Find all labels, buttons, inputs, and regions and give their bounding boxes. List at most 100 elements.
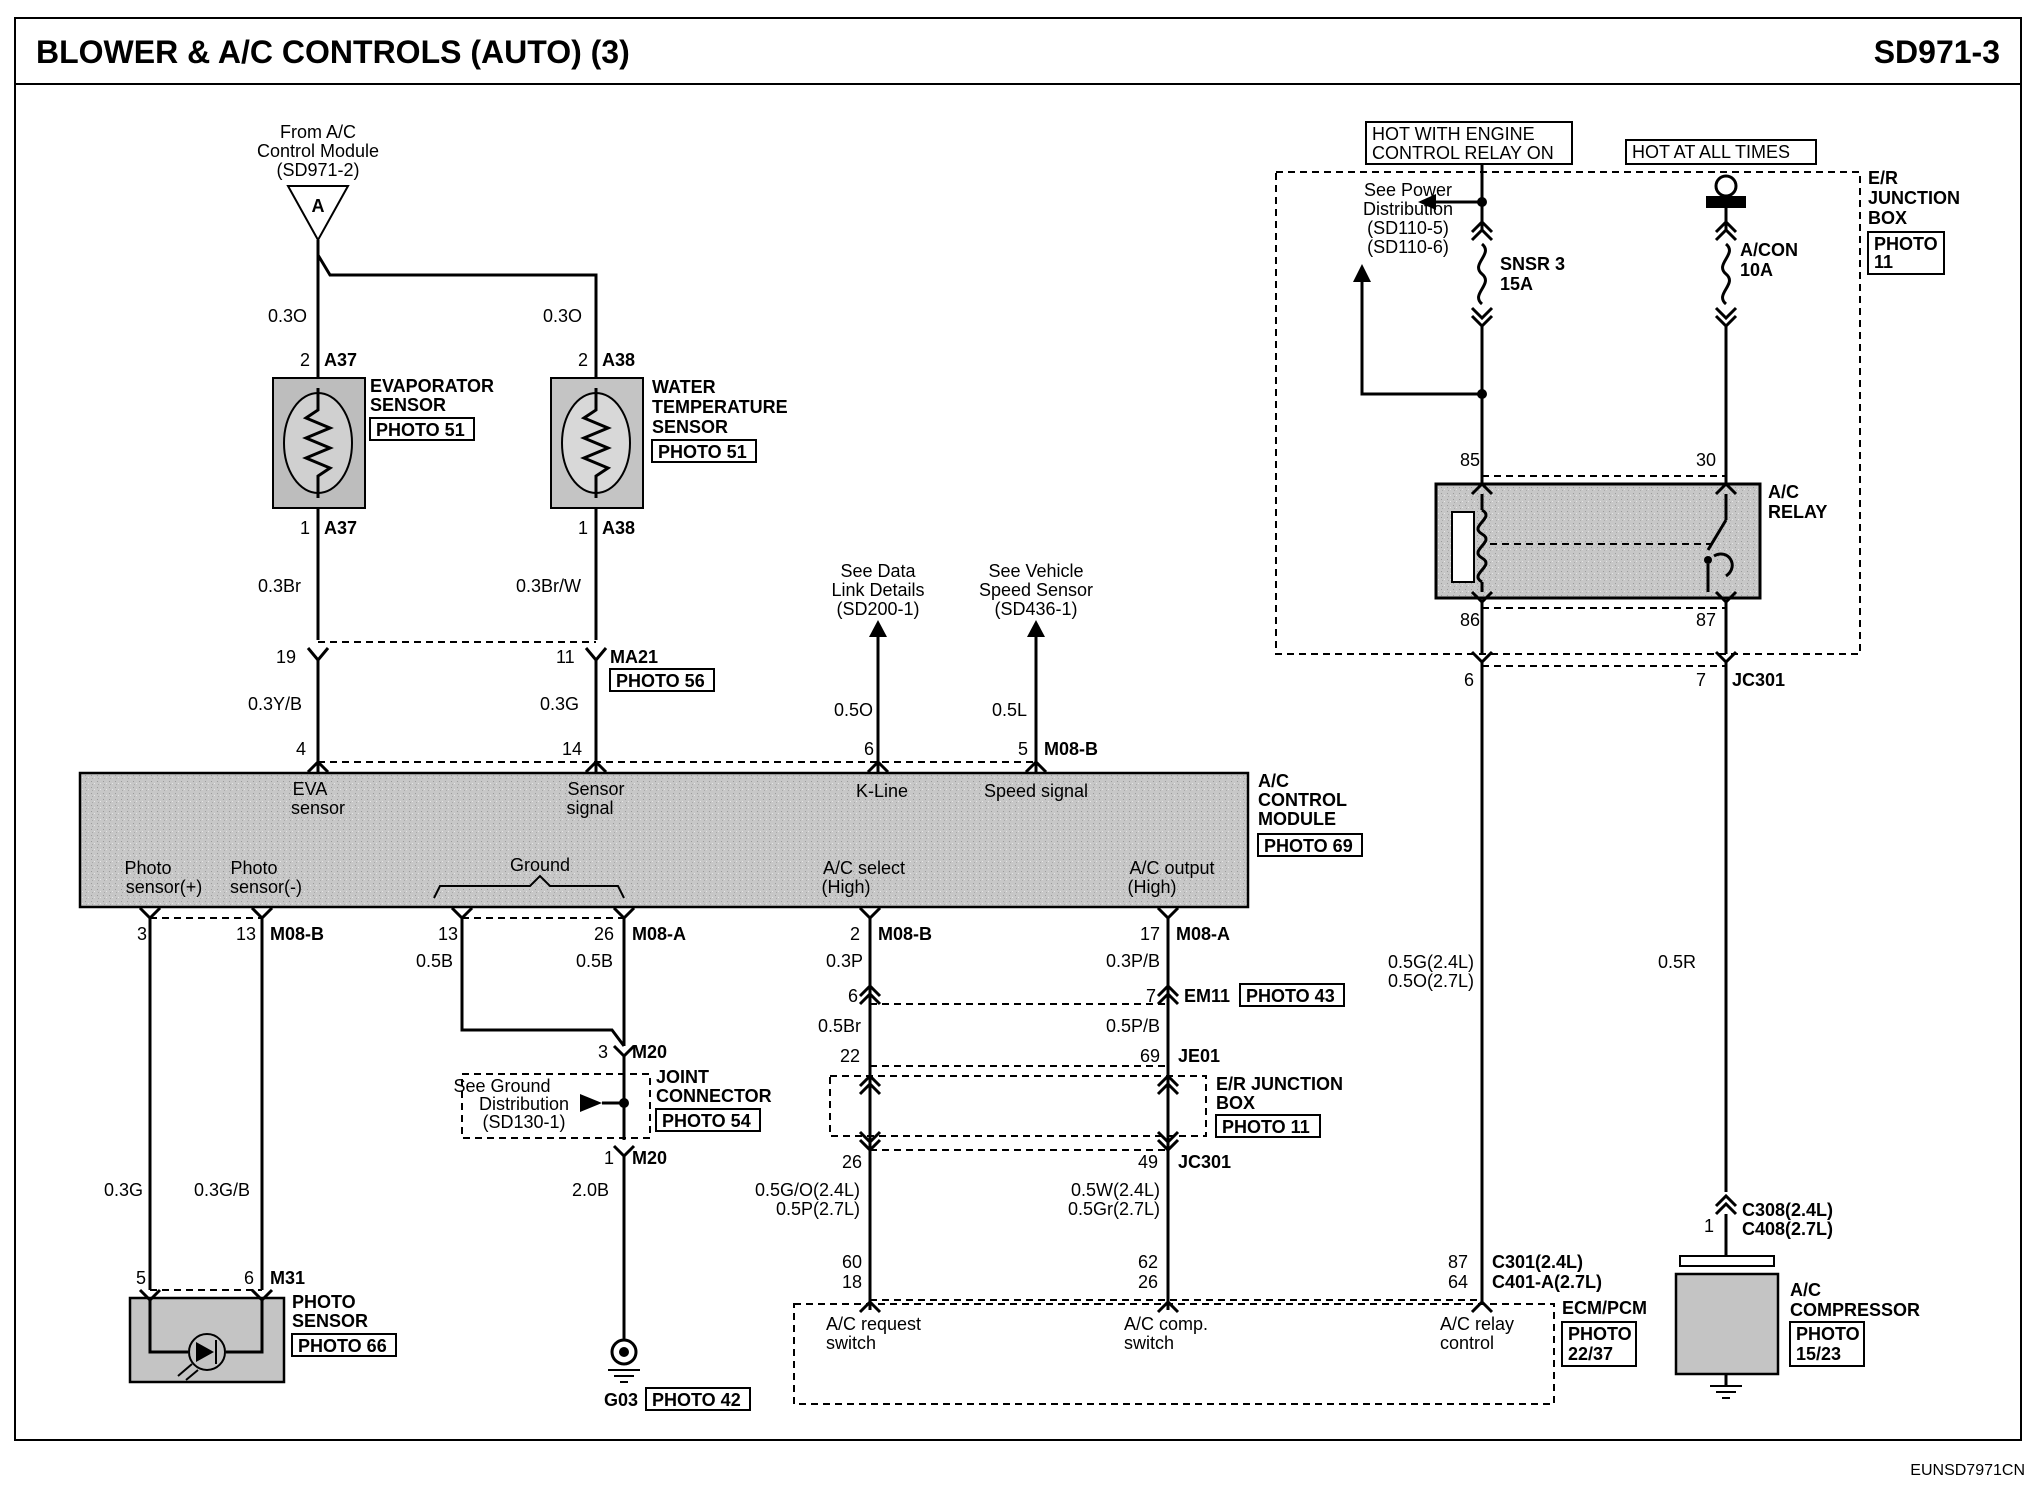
- svg-text:0.3G/B: 0.3G/B: [194, 1180, 250, 1200]
- svg-text:30: 30: [1696, 450, 1716, 470]
- svg-text:0.5Gr(2.7L): 0.5Gr(2.7L): [1068, 1199, 1160, 1219]
- svg-text:15/23: 15/23: [1796, 1344, 1841, 1364]
- svg-text:11: 11: [1874, 252, 1893, 272]
- page-code: SD971-3: [1874, 34, 2000, 70]
- svg-text:M31: M31: [270, 1268, 305, 1288]
- er-box-middle-photo-ref: PHOTO 11: [1222, 1117, 1310, 1137]
- svg-text:Sensor: Sensor: [567, 779, 624, 799]
- svg-text:A38: A38: [602, 350, 635, 370]
- ground-photo-ref: PHOTO 42: [652, 1390, 741, 1410]
- svg-text:M08-A: M08-A: [1176, 924, 1230, 944]
- svg-text:JE01: JE01: [1178, 1046, 1220, 1066]
- ac-compressor: 1 C308(2.4L) C408(2.7L) A/C COMPRESSOR P…: [1674, 1193, 1920, 1399]
- er-box-photo-ref: PHOTO: [1874, 234, 1938, 254]
- svg-text:E/R: E/R: [1868, 168, 1898, 188]
- svg-text:0.5B: 0.5B: [576, 951, 613, 971]
- svg-text:0.3G: 0.3G: [104, 1180, 143, 1200]
- svg-text:0.5R: 0.5R: [1658, 952, 1696, 972]
- svg-text:Speed signal: Speed signal: [984, 781, 1088, 801]
- svg-text:A/C: A/C: [1790, 1280, 1821, 1300]
- svg-text:26: 26: [594, 924, 614, 944]
- svg-text:1: 1: [604, 1148, 614, 1168]
- svg-text:A/C output: A/C output: [1129, 858, 1214, 878]
- svg-text:A/C relay: A/C relay: [1440, 1314, 1514, 1334]
- svg-text:switch: switch: [1124, 1333, 1174, 1353]
- svg-text:1: 1: [300, 518, 310, 538]
- svg-text:10A: 10A: [1740, 260, 1773, 280]
- svg-text:0.3O: 0.3O: [543, 306, 582, 326]
- svg-text:COMPRESSOR: COMPRESSOR: [1790, 1300, 1920, 1320]
- evap-photo-ref: PHOTO 51: [376, 420, 465, 440]
- ground-path: 0.5B 0.5B 3 M20 See Ground Distribution …: [416, 918, 772, 1411]
- svg-text:TEMPERATURE: TEMPERATURE: [652, 397, 788, 417]
- svg-text:M20: M20: [632, 1042, 667, 1062]
- svg-text:49: 49: [1138, 1152, 1158, 1172]
- svg-text:0.3P/B: 0.3P/B: [1106, 951, 1160, 971]
- svg-text:A/C request: A/C request: [826, 1314, 921, 1334]
- svg-text:0.3P: 0.3P: [826, 951, 863, 971]
- svg-text:60: 60: [842, 1252, 862, 1272]
- svg-text:69: 69: [1140, 1046, 1160, 1066]
- svg-text:A/C: A/C: [1258, 771, 1289, 791]
- svg-text:A/CON: A/CON: [1740, 240, 1798, 260]
- svg-text:BOX: BOX: [1868, 208, 1907, 228]
- svg-text:0.5W(2.4L): 0.5W(2.4L): [1071, 1180, 1160, 1200]
- svg-text:EVA: EVA: [293, 779, 328, 799]
- svg-text:87: 87: [1448, 1252, 1468, 1272]
- connector-a-label: A: [312, 196, 325, 216]
- from-module-reference: From A/C Control Module (SD971-2) A: [257, 122, 379, 243]
- svg-text:2.0B: 2.0B: [572, 1180, 609, 1200]
- svg-text:Control Module: Control Module: [257, 141, 379, 161]
- svg-text:M08-A: M08-A: [632, 924, 686, 944]
- page-title: BLOWER & A/C CONTROLS (AUTO) (3): [36, 34, 630, 70]
- svg-text:See Power: See Power: [1364, 180, 1452, 200]
- svg-text:0.5O(2.7L): 0.5O(2.7L): [1388, 971, 1474, 991]
- evaporator-sensor: 2 A37 EVAPORATOR SENSOR PHOTO 51 1 A37 0…: [258, 350, 494, 640]
- svg-text:2: 2: [300, 350, 310, 370]
- svg-text:EM11: EM11: [1184, 986, 1230, 1006]
- svg-text:5: 5: [1018, 739, 1028, 759]
- svg-text:0.3Y/B: 0.3Y/B: [248, 694, 302, 714]
- svg-text:87: 87: [1696, 610, 1716, 630]
- svg-text:0.5L: 0.5L: [992, 700, 1027, 720]
- ma21-photo-ref: PHOTO 56: [616, 671, 705, 691]
- svg-text:CONTROL RELAY ON: CONTROL RELAY ON: [1372, 143, 1554, 163]
- svg-text:0.3O: 0.3O: [268, 306, 307, 326]
- svg-text:62: 62: [1138, 1252, 1158, 1272]
- svg-text:13: 13: [236, 924, 256, 944]
- svg-text:(SD971-2): (SD971-2): [276, 160, 359, 180]
- svg-text:85: 85: [1460, 450, 1480, 470]
- photo-sensor: 0.3G 0.3G/B 5 6 M31 PHOTO SENSOR PHOTO 6…: [104, 918, 397, 1384]
- svg-text:(SD436-1): (SD436-1): [994, 599, 1077, 619]
- svg-text:C301(2.4L): C301(2.4L): [1492, 1252, 1583, 1272]
- er-junction-box-middle: E/R JUNCTION BOX PHOTO 11 26 49 JC301: [829, 1065, 1343, 1172]
- compressor-photo-ref: PHOTO: [1796, 1324, 1860, 1344]
- svg-text:18: 18: [842, 1272, 862, 1292]
- connector-ma21: 19 11 MA21 PHOTO 56 0.3Y/B 0.3G: [248, 641, 715, 772]
- svg-text:0.5G/O(2.4L): 0.5G/O(2.4L): [755, 1180, 860, 1200]
- svg-text:2: 2: [850, 924, 860, 944]
- svg-text:K-Line: K-Line: [856, 781, 908, 801]
- speed-sensor-reference: See Vehicle Speed Sensor (SD436-1) 0.5L: [979, 561, 1093, 772]
- svg-text:G03: G03: [604, 1390, 638, 1410]
- svg-text:A/C: A/C: [1768, 482, 1799, 502]
- svg-text:SENSOR: SENSOR: [652, 417, 728, 437]
- svg-text:MODULE: MODULE: [1258, 809, 1336, 829]
- svg-text:JC301: JC301: [1732, 670, 1785, 690]
- svg-text:26: 26: [1138, 1272, 1158, 1292]
- svg-text:6: 6: [1464, 670, 1474, 690]
- svg-text:86: 86: [1460, 610, 1480, 630]
- svg-text:PHOTO: PHOTO: [292, 1292, 356, 1312]
- svg-text:6: 6: [244, 1268, 254, 1288]
- svg-text:sensor(-): sensor(-): [230, 877, 302, 897]
- svg-text:0.5O: 0.5O: [834, 700, 873, 720]
- ecm-pcm: A/C request switch A/C comp. switch A/C …: [793, 1298, 1647, 1405]
- svg-text:EVAPORATOR: EVAPORATOR: [370, 376, 494, 396]
- svg-text:19: 19: [276, 647, 296, 667]
- svg-text:JUNCTION: JUNCTION: [1868, 188, 1960, 208]
- svg-text:6: 6: [848, 986, 858, 1006]
- svg-text:From A/C: From A/C: [280, 122, 356, 142]
- ac-output-path: 0.3P/B 7 EM11 PHOTO 43 0.5P/B 69 JE01: [870, 918, 1345, 1310]
- svg-text:WATER: WATER: [652, 377, 716, 397]
